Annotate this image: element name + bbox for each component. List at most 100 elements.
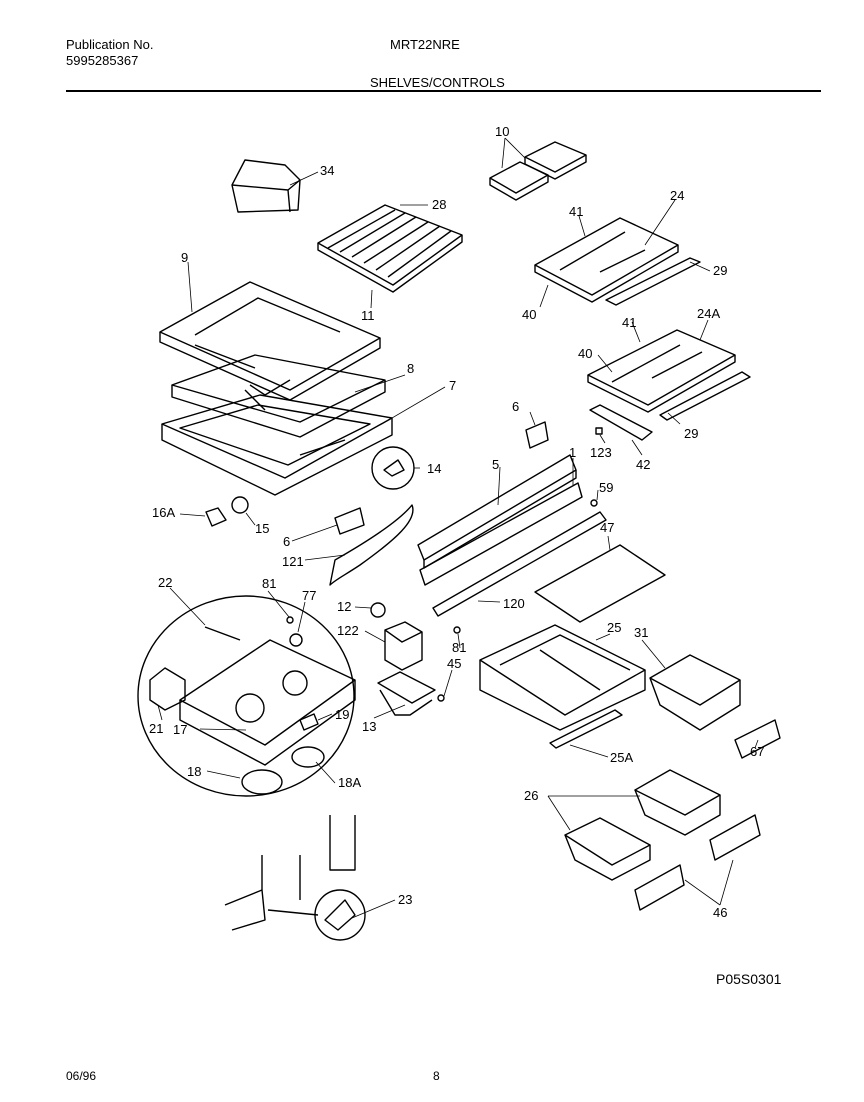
housing-part-122 [384,621,423,671]
screw-part-45 [437,694,445,702]
bracket-part-42 [589,404,653,441]
part-label-21: 21 [149,721,163,736]
tray-part-7 [161,394,393,496]
drawer-part-26-upper [634,769,721,836]
drawer-part-26-lower [564,817,651,881]
damper-inset-part-14 [371,446,415,490]
part-label-6-lower: 6 [283,534,290,549]
part-label-18A: 18A [338,775,361,790]
leader-lines [157,137,759,919]
rail-part-1 [419,482,583,586]
rod-part-22 [204,626,241,641]
drawing-code: P05S0301 [716,971,782,987]
part-label-29-lower: 29 [684,426,698,441]
drawer-front-part-46-lower [634,864,685,911]
glass-part-47 [534,544,666,623]
housing-part-13 [377,671,436,716]
rail-part-120 [432,511,607,617]
footer-date: 06/96 [66,1069,97,1083]
pan-part-8 [171,354,386,438]
part-label-23: 23 [398,892,412,907]
part-label-123: 123 [590,445,612,460]
part-label-5: 5 [492,457,499,472]
part-label-42: 42 [636,457,650,472]
part-labels: 10 34 28 24 41 9 29 40 11 41 24A 40 8 7 … [149,124,764,920]
screw-part-81-lower [453,626,461,634]
cabinet-outline [261,815,356,900]
part-label-25: 25 [607,620,621,635]
bin-part-34 [231,159,301,213]
bulb-part-15 [231,496,249,514]
hinge-inset-part-23 [224,889,366,941]
part-label-67: 67 [750,744,764,759]
header-rule [66,90,821,92]
seal-part-121 [329,504,414,586]
trim-part-29-upper [605,257,701,306]
part-label-24A: 24A [697,306,720,321]
part-label-25A: 25A [610,750,633,765]
part-label-19: 19 [335,707,349,722]
crisper-cover-part-25 [479,624,646,731]
control-housing-inset [137,595,356,797]
part-label-18: 18 [187,764,201,779]
part-label-9: 9 [181,250,188,265]
wire-shelf-part-11 [317,204,463,293]
part-label-121: 121 [282,554,304,569]
publication-label: Publication No. [66,37,154,52]
part-label-31: 31 [634,625,648,640]
part-label-120: 120 [503,596,525,611]
part-label-28: 28 [432,197,446,212]
part-label-81-upper: 81 [262,576,276,591]
trim-part-25A [549,709,623,749]
part-label-29-upper: 29 [713,263,727,278]
part-label-59: 59 [599,480,613,495]
trim-part-29-lower [659,371,751,421]
part-label-7: 7 [449,378,456,393]
publication-number: 5995285367 [66,53,139,68]
part-label-1: 1 [569,445,576,460]
knob-part-18A [291,746,325,768]
part-label-22: 22 [158,575,172,590]
washer-part-77 [289,633,303,647]
glass-shelf-part-24A [587,329,736,413]
part-label-16A: 16A [152,505,175,520]
glass-shelf-part-24 [534,217,679,303]
part-label-34: 34 [320,163,334,178]
part-label-47: 47 [600,520,614,535]
ice-trays-part-10 [489,141,587,201]
part-label-13: 13 [362,719,376,734]
knob-part-18 [241,769,283,795]
drawer-part-31 [649,654,741,731]
footer-page-number: 8 [433,1069,440,1083]
lamp-socket-part-16A [205,507,227,527]
gear-part-19 [299,713,319,731]
part-label-11: 11 [361,308,375,323]
control-part-21 [149,667,186,711]
shelf-cover-part-9 [159,281,381,401]
plate-part-6-upper [525,421,549,449]
part-label-8: 8 [407,361,414,376]
drawer-front-part-67 [734,719,781,759]
part-label-15: 15 [255,521,269,536]
part-label-46: 46 [713,905,727,920]
model-number: MRT22NRE [390,37,460,52]
part-label-24: 24 [670,188,684,203]
part-label-41-lower: 41 [622,315,636,330]
plate-part-6-lower [334,507,365,535]
part-label-41-upper: 41 [569,204,583,219]
part-label-122: 122 [337,623,359,638]
control-rail-part-5 [417,454,577,569]
part-label-40-upper: 40 [522,307,536,322]
part-label-26: 26 [524,788,538,803]
section-title: SHELVES/CONTROLS [370,75,505,90]
part-label-6-upper: 6 [512,399,519,414]
part-label-14: 14 [427,461,441,476]
part-label-12: 12 [337,599,351,614]
part-label-45: 45 [447,656,461,671]
screw-part-81-upper [286,616,294,624]
screw-part-59 [590,499,598,507]
part-label-81-lower: 81 [452,640,466,655]
part-label-40-lower: 40 [578,346,592,361]
part-label-10: 10 [495,124,509,139]
